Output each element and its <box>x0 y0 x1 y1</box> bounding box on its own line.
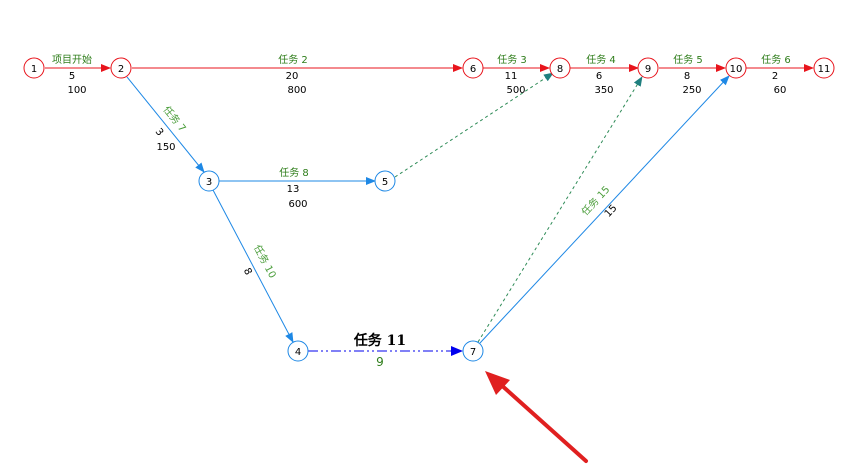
edge-label-1-2: 项目开始 5 100 <box>52 53 92 96</box>
node-11[interactable]: 11 <box>813 57 835 79</box>
edge-label-2-6: 任务 2 20 800 <box>278 53 308 96</box>
task-duration: 3 <box>153 126 166 138</box>
node-label: 3 <box>206 177 212 188</box>
node-label: 4 <box>295 347 301 358</box>
task-name: 任务 11 <box>353 332 406 349</box>
node-1[interactable]: 1 <box>23 57 45 79</box>
edge-label-9-10: 任务 5 8 250 <box>673 53 703 96</box>
node-label: 6 <box>470 64 476 75</box>
task-cost: 500 <box>506 85 525 96</box>
task-cost: 350 <box>594 85 613 96</box>
node-6[interactable]: 6 <box>462 57 484 79</box>
task-cost: 600 <box>288 199 307 210</box>
task-name: 任务 2 <box>278 53 308 66</box>
task-duration: 13 <box>287 184 300 195</box>
edge-label-4-7: 任务 11 9 <box>353 332 406 369</box>
task-duration: 6 <box>596 71 602 82</box>
task-duration: 8 <box>684 71 690 82</box>
edge-label-8-9: 任务 4 6 350 <box>586 53 616 96</box>
node-4[interactable]: 4 <box>287 340 309 362</box>
node-label: 8 <box>557 64 563 75</box>
node-label: 11 <box>818 64 831 75</box>
node-label: 10 <box>730 64 743 75</box>
task-cost: 150 <box>156 142 175 153</box>
task-name: 项目开始 <box>52 53 92 66</box>
node-8[interactable]: 8 <box>549 57 571 79</box>
task-duration: 8 <box>241 266 254 277</box>
edge-label-10-11: 任务 6 2 60 <box>761 53 791 96</box>
task-cost: 250 <box>682 85 701 96</box>
task-duration: 15 <box>603 203 620 220</box>
node-label: 9 <box>645 64 651 75</box>
task-name: 任务 5 <box>673 53 703 66</box>
task-name: 任务 4 <box>586 53 616 66</box>
task-name: 任务 8 <box>279 166 309 179</box>
task-name: 任务 10 <box>251 242 279 280</box>
task-duration: 5 <box>69 71 75 82</box>
edge-label-3-5: 任务 8 13 600 <box>279 166 309 210</box>
task-duration: 2 <box>772 71 778 82</box>
task-duration: 9 <box>376 355 384 369</box>
node-label: 5 <box>382 177 388 188</box>
node-7[interactable]: 7 <box>462 340 484 362</box>
edge-label-6-8: 任务 3 11 500 <box>497 53 527 96</box>
node-2[interactable]: 2 <box>110 57 132 79</box>
edge-dummy-5-8[interactable] <box>394 72 554 178</box>
node-5[interactable]: 5 <box>374 170 396 192</box>
task-duration: 11 <box>505 71 518 82</box>
edge-3-4[interactable] <box>212 189 294 343</box>
task-cost: 100 <box>67 85 86 96</box>
task-name: 任务 3 <box>497 53 527 66</box>
task-duration: 20 <box>286 71 299 82</box>
task-name: 任务 6 <box>761 53 791 66</box>
edge-7-10[interactable] <box>479 75 730 344</box>
task-cost: 60 <box>774 85 787 96</box>
node-9[interactable]: 9 <box>637 57 659 79</box>
edge-label-7-10: 任务 15 15 <box>578 183 619 220</box>
edge-dummy-7-9[interactable] <box>477 76 643 343</box>
annotation-arrow <box>485 371 588 463</box>
node-label: 2 <box>118 64 124 75</box>
node-label: 7 <box>470 347 476 358</box>
task-cost: 800 <box>287 85 306 96</box>
edge-2-3[interactable] <box>126 76 205 173</box>
edge-label-3-4: 任务 10 8 <box>241 242 279 280</box>
node-label: 1 <box>31 64 37 75</box>
node-3[interactable]: 3 <box>198 170 220 192</box>
edge-label-2-3: 任务 7 3 150 <box>153 103 189 153</box>
node-10[interactable]: 10 <box>725 57 747 79</box>
